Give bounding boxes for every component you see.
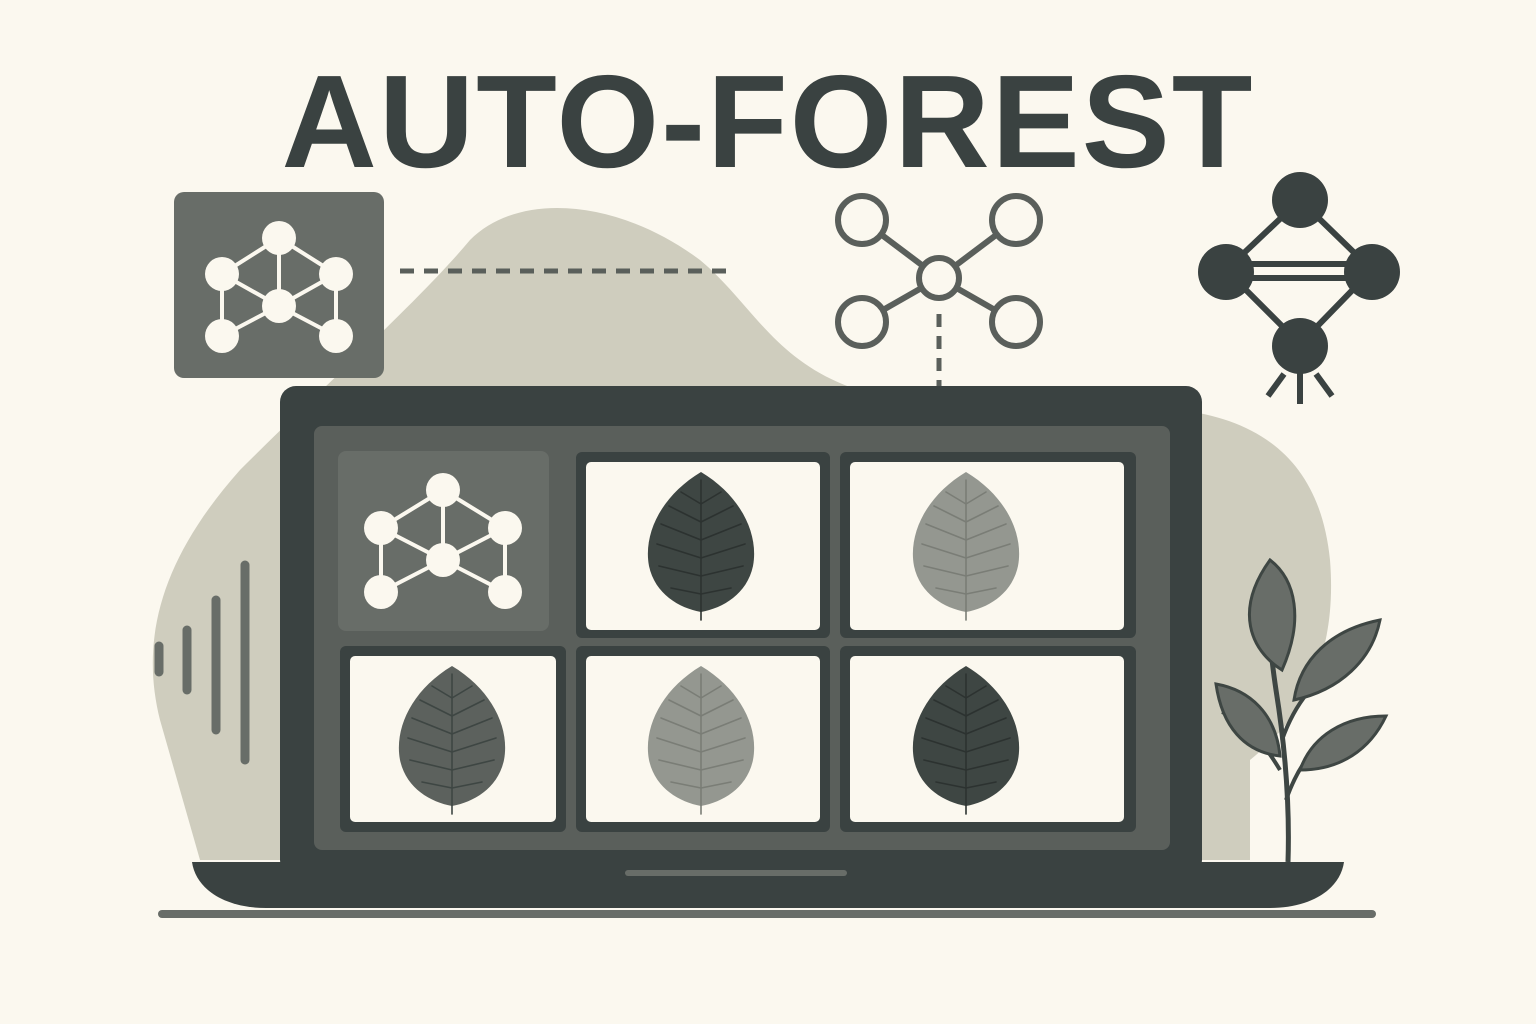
screen-tile-leaf-2 xyxy=(850,462,1124,630)
laptop-base xyxy=(192,862,1344,908)
screen-tile-leaf-1 xyxy=(586,462,820,630)
signal-bars xyxy=(154,560,250,765)
page-title: AUTO-FOREST xyxy=(281,48,1255,195)
screen-tile-network xyxy=(338,451,549,631)
network-graph-icon xyxy=(174,192,384,378)
screen-tile-leaf-5 xyxy=(850,656,1124,822)
sprout-plant-icon xyxy=(1214,557,1389,863)
drone-network-icon xyxy=(835,193,1043,349)
screen-tile-leaf-4 xyxy=(586,656,820,822)
diamond-network-icon xyxy=(1198,172,1400,404)
screen-tile-leaf-3 xyxy=(350,656,556,822)
screen-grid xyxy=(338,451,1136,832)
